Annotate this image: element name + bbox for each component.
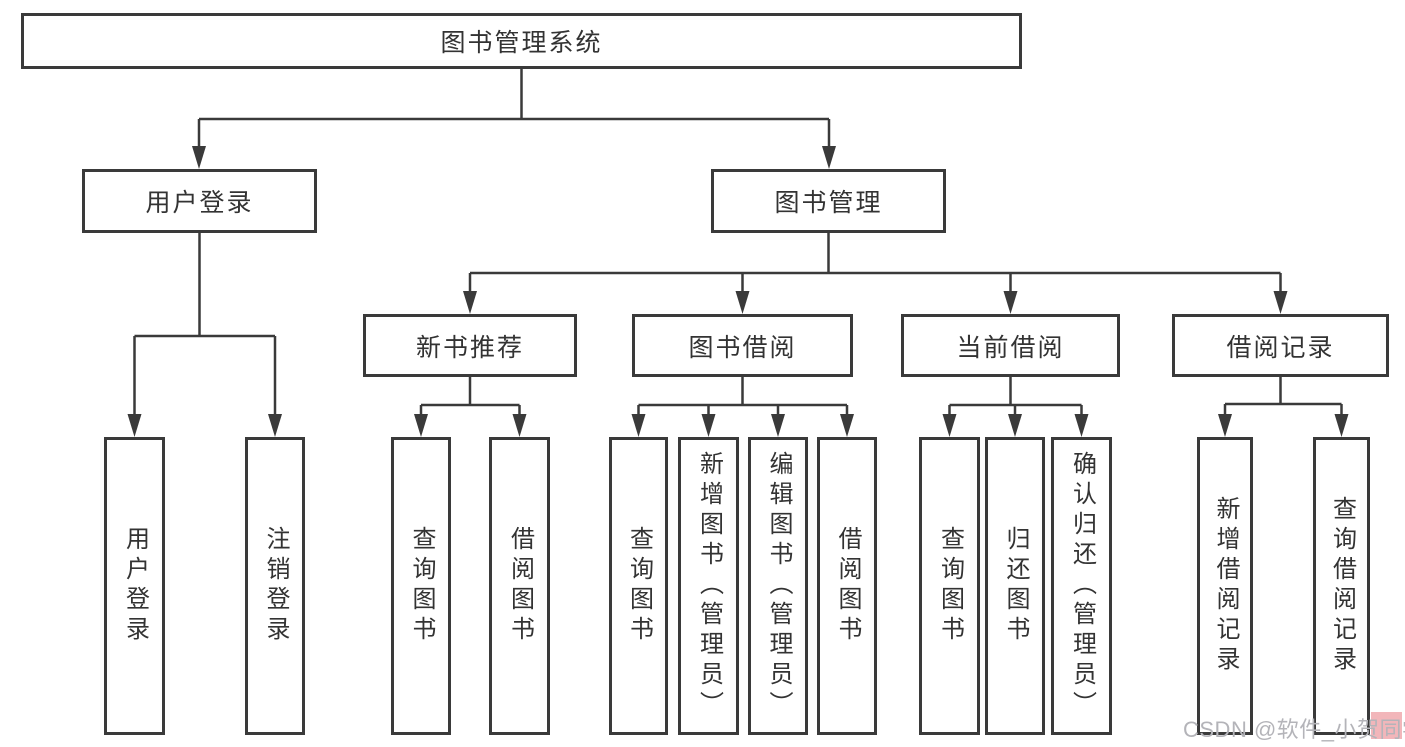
- leaf-return-book: 归还图书: [985, 437, 1045, 735]
- node-label: 用户登录: [121, 526, 149, 646]
- node-label: 图书管理系统: [440, 29, 603, 57]
- watermark: CSDN @软件_小贺同学: [1183, 717, 1405, 742]
- leaf-query-book-2: 查询图书: [609, 437, 668, 735]
- leaf-add-book-admin: 新增图书（管理员）: [678, 437, 739, 735]
- leaf-borrow-book-1: 借阅图书: [489, 437, 550, 735]
- node-label: 编辑图书（管理员）: [765, 451, 792, 721]
- node-label: 归还图书: [1002, 526, 1029, 646]
- node-label: 图书借阅: [688, 333, 797, 362]
- node-label: 借阅记录: [1226, 333, 1335, 362]
- node-current-borrowing: 当前借阅: [901, 314, 1120, 377]
- node-label: 用户登录: [145, 189, 254, 217]
- node-label: 查询图书: [625, 526, 653, 646]
- node-label: 借阅图书: [834, 526, 861, 646]
- leaf-query-book-3: 查询图书: [919, 437, 980, 735]
- node-book-borrowing: 图书借阅: [632, 314, 853, 377]
- watermark-accent: [1371, 712, 1402, 739]
- leaf-user-login: 用户登录: [104, 437, 165, 735]
- node-label: 注销登录: [262, 526, 289, 646]
- arrowheads: [127, 146, 1349, 437]
- node-label: 新增图书（管理员）: [695, 451, 723, 721]
- leaf-add-borrow-record: 新增借阅记录: [1197, 437, 1253, 735]
- node-library-system: 图书管理系统: [21, 13, 1022, 69]
- leaf-borrow-book-2: 借阅图书: [817, 437, 877, 735]
- node-label: 新书推荐: [415, 333, 524, 362]
- node-label: 借阅图书: [506, 526, 534, 646]
- node-label: 当前借阅: [956, 333, 1065, 362]
- node-user-login: 用户登录: [82, 169, 317, 233]
- node-label: 查询图书: [936, 526, 964, 646]
- leaf-confirm-return-admin: 确认归还（管理员）: [1051, 437, 1112, 735]
- node-label: 新增借阅记录: [1212, 496, 1239, 676]
- leaf-logout: 注销登录: [245, 437, 305, 735]
- node-book-management: 图书管理: [711, 169, 946, 233]
- node-new-book-recommend: 新书推荐: [363, 314, 577, 377]
- leaf-edit-book-admin: 编辑图书（管理员）: [748, 437, 808, 735]
- node-label: 图书管理: [774, 189, 883, 217]
- node-label: 查询借阅记录: [1328, 496, 1356, 676]
- node-borrowing-records: 借阅记录: [1172, 314, 1389, 377]
- node-label: 确认归还（管理员）: [1068, 451, 1096, 721]
- leaf-query-book-1: 查询图书: [391, 437, 451, 735]
- leaf-query-borrow-record: 查询借阅记录: [1313, 437, 1370, 735]
- node-label: 查询图书: [408, 526, 435, 646]
